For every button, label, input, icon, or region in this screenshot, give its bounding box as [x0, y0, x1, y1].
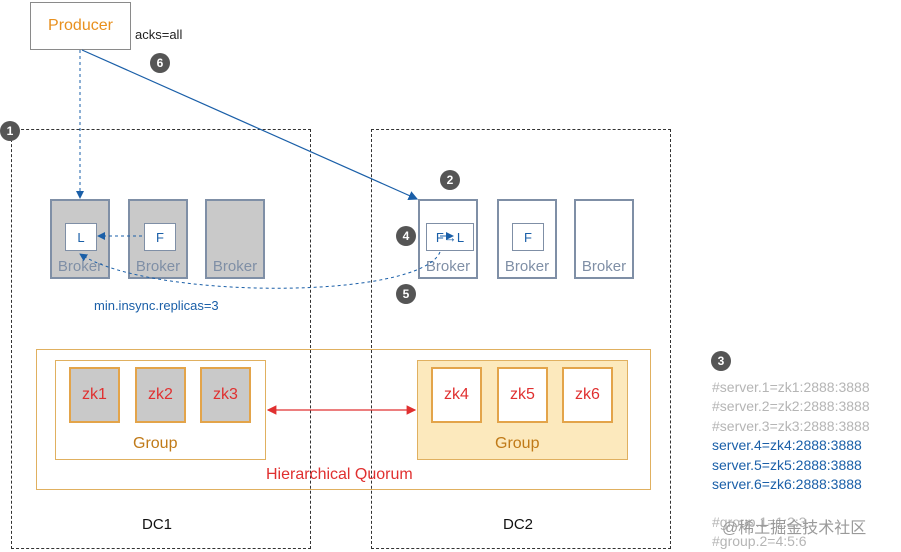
min-insync-replicas-label: min.insync.replicas=3 [94, 298, 219, 313]
step-5-marker: 5 [396, 284, 416, 304]
broker-label: Broker [57, 258, 103, 275]
config-line: server.4=zk4:2888:3888 [712, 437, 862, 453]
zk-node: zk6 [562, 367, 613, 423]
watermark: @稀土掘金技术社区 [722, 520, 867, 537]
zk-node: zk1 [69, 367, 120, 423]
hierarchical-quorum-frame [36, 349, 651, 490]
broker-label: Broker [135, 258, 181, 275]
step-1-marker: 1 [0, 121, 20, 141]
step-2-marker: 2 [440, 170, 460, 190]
step-3-marker: 3 [711, 351, 731, 371]
follower-replica: F [512, 223, 544, 251]
dc2-broker-follower: F Broker [497, 199, 557, 279]
leader-replica: L [65, 223, 97, 251]
producer-to-dc2-arrow [81, 49, 419, 200]
producer-node: Producer [30, 2, 131, 50]
config-line: #group.2=4:5:6 [712, 533, 807, 549]
broker-label: Broker [504, 258, 550, 275]
config-line: #server.1=zk1:2888:3888 [712, 379, 870, 395]
dc1-broker-empty: Broker [205, 199, 265, 279]
zk-node: zk4 [431, 367, 482, 423]
isr-sync-curve [79, 251, 441, 289]
dc2-broker-empty: Broker [574, 199, 634, 279]
follower-replica: F [144, 223, 176, 251]
zk-node: zk2 [135, 367, 186, 423]
broker-label: Broker [581, 258, 627, 275]
dc1-frame [11, 129, 311, 549]
group-label: Group [495, 435, 540, 452]
group-label: Group [133, 435, 178, 452]
config-line: #group.1=1:2:3 [712, 514, 807, 530]
dc1-broker-follower: F Broker [128, 199, 188, 279]
step-4-marker: 4 [396, 226, 416, 246]
dc1-label: DC1 [142, 516, 173, 533]
config-line: #server.3=zk3:2888:3888 [712, 418, 870, 434]
dc2-frame [371, 129, 671, 549]
config-line: server.6=zk6:2888:3888 [712, 476, 862, 492]
zk-node: zk5 [497, 367, 548, 423]
config-line: #server.2=zk2:2888:3888 [712, 398, 870, 414]
hierarchical-quorum-label: Hierarchical Quorum [266, 466, 413, 483]
config-line: server.5=zk5:2888:3888 [712, 457, 862, 473]
broker-label: Broker [212, 258, 258, 275]
zk-node: zk3 [200, 367, 251, 423]
broker-label: Broker [425, 258, 471, 275]
acks-label: acks=all [135, 27, 183, 42]
dc2-label: DC2 [503, 516, 534, 533]
step-6-marker: 6 [150, 53, 170, 73]
